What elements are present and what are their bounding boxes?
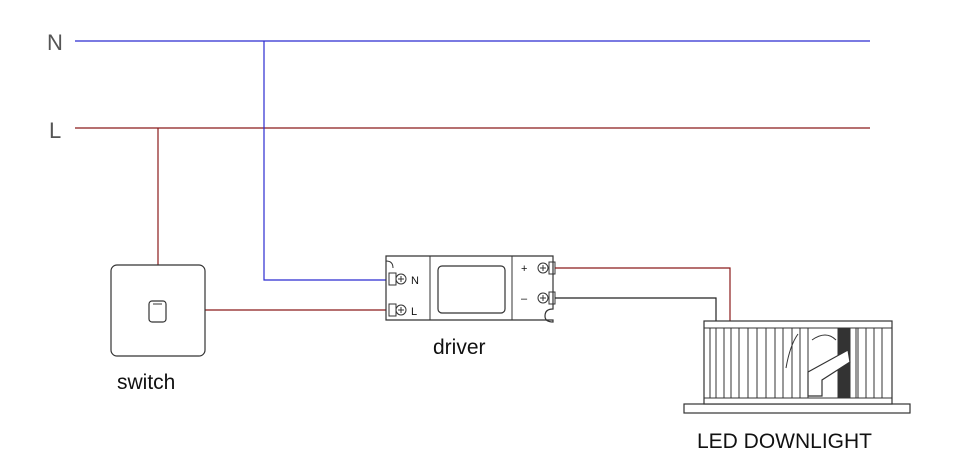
live-rail-label: L	[49, 118, 61, 143]
driver-terminal-l-label: L	[411, 306, 417, 318]
driver-terminal-l-screw	[388, 303, 407, 317]
positive-output-wire	[555, 267, 731, 321]
driver	[385, 255, 556, 323]
downlight-label: LED DOWNLIGHT	[697, 430, 872, 453]
neutral-wire-to-driver	[263, 41, 389, 281]
driver-window	[437, 265, 506, 314]
neutral-rail-label: N	[47, 30, 63, 55]
downlight-fins	[704, 328, 892, 399]
driver-label: driver	[433, 336, 486, 359]
led-downlight	[683, 320, 911, 414]
switch	[110, 264, 206, 357]
driver-terminal-n-screw	[388, 272, 407, 286]
driver-terminal-n-label: N	[411, 275, 419, 287]
downlight-bracket	[785, 327, 857, 399]
driver-terminal-negative-label: –	[521, 293, 528, 305]
switch-rocker	[148, 300, 167, 323]
driver-terminal-positive-label: +	[521, 263, 527, 275]
negative-output-wire	[555, 297, 717, 321]
switch-label: switch	[117, 371, 175, 394]
